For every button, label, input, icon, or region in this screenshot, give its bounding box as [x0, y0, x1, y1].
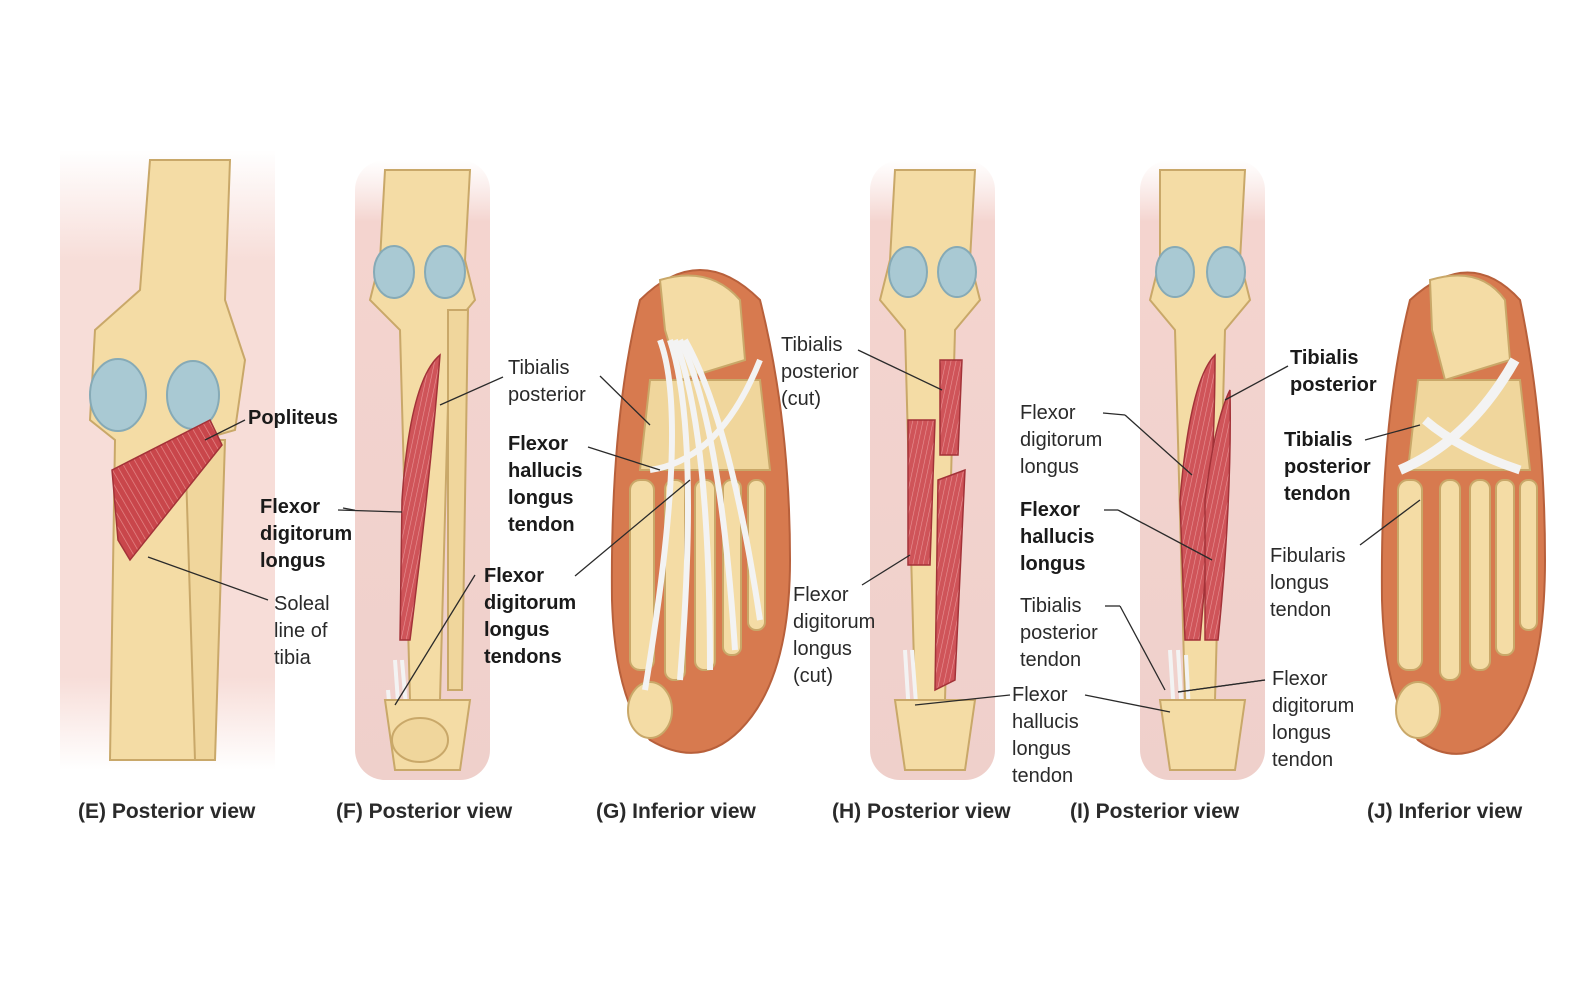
label-h-fdl-4: (cut) [793, 665, 833, 687]
caption-j: (J) Inferior view [1367, 800, 1523, 823]
label-i-fdl-3: longus [1020, 456, 1079, 478]
caption-i: (I) Posterior view [1070, 800, 1240, 823]
label-j-tp-2: posterior [1290, 374, 1377, 396]
label-j-fdlt-3: longus [1272, 722, 1331, 744]
popliteus-muscle [111, 418, 223, 562]
label-h-tp-1: Tibialis [781, 334, 843, 356]
label-i-fhlt-4: tendon [1012, 765, 1074, 787]
label-e-fdl-3: longus [260, 550, 326, 572]
label-h-fdl-2: digitorum [793, 611, 876, 633]
label-f-fdl-3: longus [484, 619, 550, 641]
panel-i-illustration [1084, 160, 1289, 780]
label-j-fdlt-1: Flexor [1272, 668, 1328, 690]
label-i-fhlt-2: hallucis [1012, 711, 1079, 733]
label-i-tpt-1: Tibialis [1020, 595, 1082, 617]
label-j-tpt-1: Tibialis [1284, 429, 1353, 451]
label-j-tp-1: Tibialis [1290, 347, 1359, 369]
label-i-tpt-3: tendon [1020, 649, 1082, 671]
label-i-fdl-2: digitorum [1020, 429, 1103, 451]
label-h-fdl-1: Flexor [793, 584, 849, 606]
panel-e-illustration [60, 150, 381, 770]
label-i-fhl-3: longus [1020, 553, 1086, 575]
label-h-tp-3: (cut) [781, 388, 821, 410]
label-i-fhlt-1: Flexor [1012, 684, 1068, 706]
label-soleal-1: Soleal [274, 593, 330, 615]
label-f-fhl-2: hallucis [508, 460, 583, 482]
label-f-fdl-4: tendons [484, 646, 562, 668]
fdl-muscle [399, 353, 441, 641]
panel-f-illustration [337, 160, 504, 780]
panel-h-illustration [857, 160, 1011, 780]
label-f-fdl-1: Flexor [484, 565, 545, 587]
label-f-tp-2: posterior [508, 384, 586, 406]
label-i-tpt-2: posterior [1020, 622, 1098, 644]
label-f-fhl-3: longus [508, 487, 574, 509]
label-j-fib-1: Fibularis [1270, 545, 1346, 567]
label-f-fdl-2: digitorum [484, 592, 577, 614]
label-soleal-2: line of [274, 620, 328, 642]
label-f-tp-1: Tibialis [508, 357, 570, 379]
label-j-fdlt-2: digitorum [1272, 695, 1355, 717]
label-f-fhl-4: tendon [508, 514, 575, 536]
panel-j-illustration [1177, 271, 1547, 755]
caption-h: (H) Posterior view [832, 800, 1011, 823]
label-i-fhlt-3: longus [1012, 738, 1071, 760]
label-j-tpt-2: posterior [1284, 456, 1371, 478]
label-e-fdl-1: Flexor [260, 496, 321, 518]
label-j-tpt-3: tendon [1284, 483, 1351, 505]
panel-g-illustration [574, 269, 792, 754]
label-i-fdl-1: Flexor [1020, 402, 1076, 424]
label-i-fhl-2: hallucis [1020, 526, 1095, 548]
label-h-fdl-3: longus [793, 638, 852, 660]
label-e-fdl-2: digitorum [260, 523, 353, 545]
label-soleal-3: tibia [274, 647, 311, 669]
label-f-fhl-1: Flexor [508, 433, 569, 455]
label-j-fdlt-4: tendon [1272, 749, 1334, 771]
flexor-tendons-foot [642, 338, 763, 691]
label-popliteus: Popliteus [248, 407, 339, 429]
caption-e: (E) Posterior view [78, 800, 256, 823]
label-j-fib-2: longus [1270, 572, 1329, 594]
label-j-fib-3: tendon [1270, 599, 1332, 621]
label-i-fhl-1: Flexor [1020, 499, 1081, 521]
caption-g: (G) Inferior view [596, 800, 756, 823]
caption-f: (F) Posterior view [336, 800, 513, 823]
label-h-tp-2: posterior [781, 361, 859, 383]
